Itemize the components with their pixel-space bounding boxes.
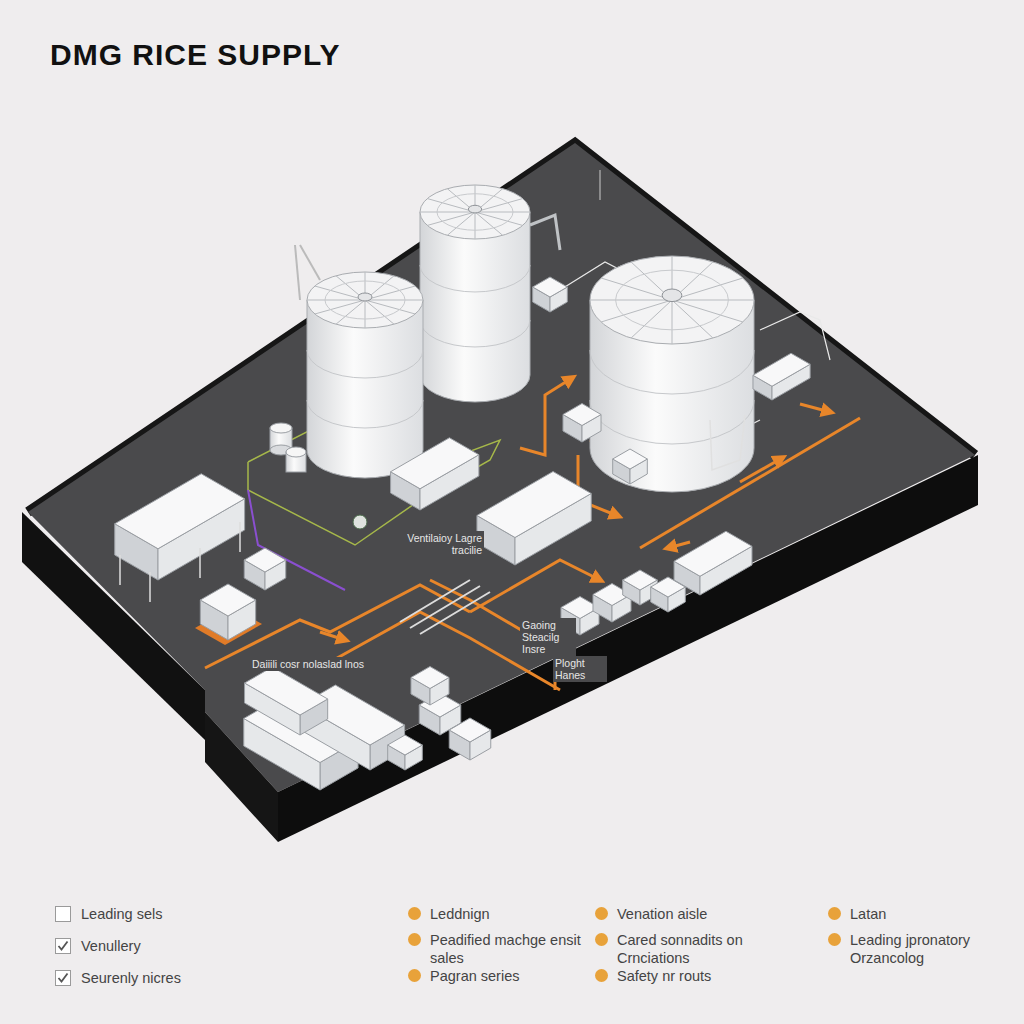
legend-text: Venation aisle (617, 905, 707, 923)
legend-item: Venullery (55, 937, 141, 955)
legend-swatch (408, 933, 421, 946)
legend-text: Leddnign (430, 905, 490, 923)
legend-swatch (828, 933, 841, 946)
silo (590, 256, 754, 492)
legend-text: Pagran series (430, 967, 519, 985)
legend-checkbox (55, 970, 71, 986)
legend-text: Peadified machge ensit sales (430, 931, 585, 967)
legend-swatch (828, 907, 841, 920)
legend-swatch (595, 907, 608, 920)
legend-swatch (408, 907, 421, 920)
legend-text: Leading sels (81, 905, 162, 923)
area-label: Gaoing Steacilg Insre (520, 618, 576, 656)
checkbox-frame (56, 907, 71, 922)
rim-mark (600, 170, 601, 200)
conveyor (400, 580, 490, 634)
legend-checkbox (55, 906, 71, 922)
flow-routes (205, 378, 860, 690)
legend-item: Latan (828, 905, 886, 923)
silo (295, 245, 423, 478)
legend-text: Safety nr routs (617, 967, 711, 985)
legend-swatch (595, 969, 608, 982)
scaffold-rack (115, 474, 245, 602)
legend-item: Pagran series (408, 967, 519, 985)
legend-item: Venation aisle (595, 905, 707, 923)
area-label: Ploght Hanes (553, 656, 607, 682)
legend-text: Cared sonnadits on Crnciations (617, 931, 782, 967)
area-label: Ventilaioy Lagre tracilie (402, 531, 484, 557)
front-wall (278, 455, 978, 842)
legend-text: Leading jpronatory Orzancolog (850, 931, 1015, 967)
page-title: DMG RICE SUPPLY (50, 38, 341, 72)
legend-item: Seurenly nicres (55, 969, 181, 987)
legend-checkbox (55, 938, 71, 954)
checkbox-frame (56, 939, 71, 954)
legend-text: Seurenly nicres (81, 969, 181, 987)
area-label: Daiiili cosr nolaslad lnos (250, 657, 366, 671)
check-mark (59, 974, 68, 982)
checkbox-frame (56, 971, 71, 986)
legend-item: Safety nr routs (595, 967, 711, 985)
legend-item: Cared sonnadits on Crnciations (595, 931, 782, 967)
check-mark (59, 942, 68, 950)
service-line (760, 312, 830, 360)
legend-item: Leading sels (55, 905, 162, 923)
legend-item: Leddnign (408, 905, 490, 923)
legend-text: Latan (850, 905, 886, 923)
legend-text: Venullery (81, 937, 141, 955)
legend-item: Leading jpronatory Orzancolog (828, 931, 1015, 967)
legend-swatch (408, 969, 421, 982)
valve (353, 515, 367, 529)
machinery (115, 277, 810, 790)
legend-item: Peadified machge ensit sales (408, 931, 585, 967)
legend-swatch (595, 933, 608, 946)
